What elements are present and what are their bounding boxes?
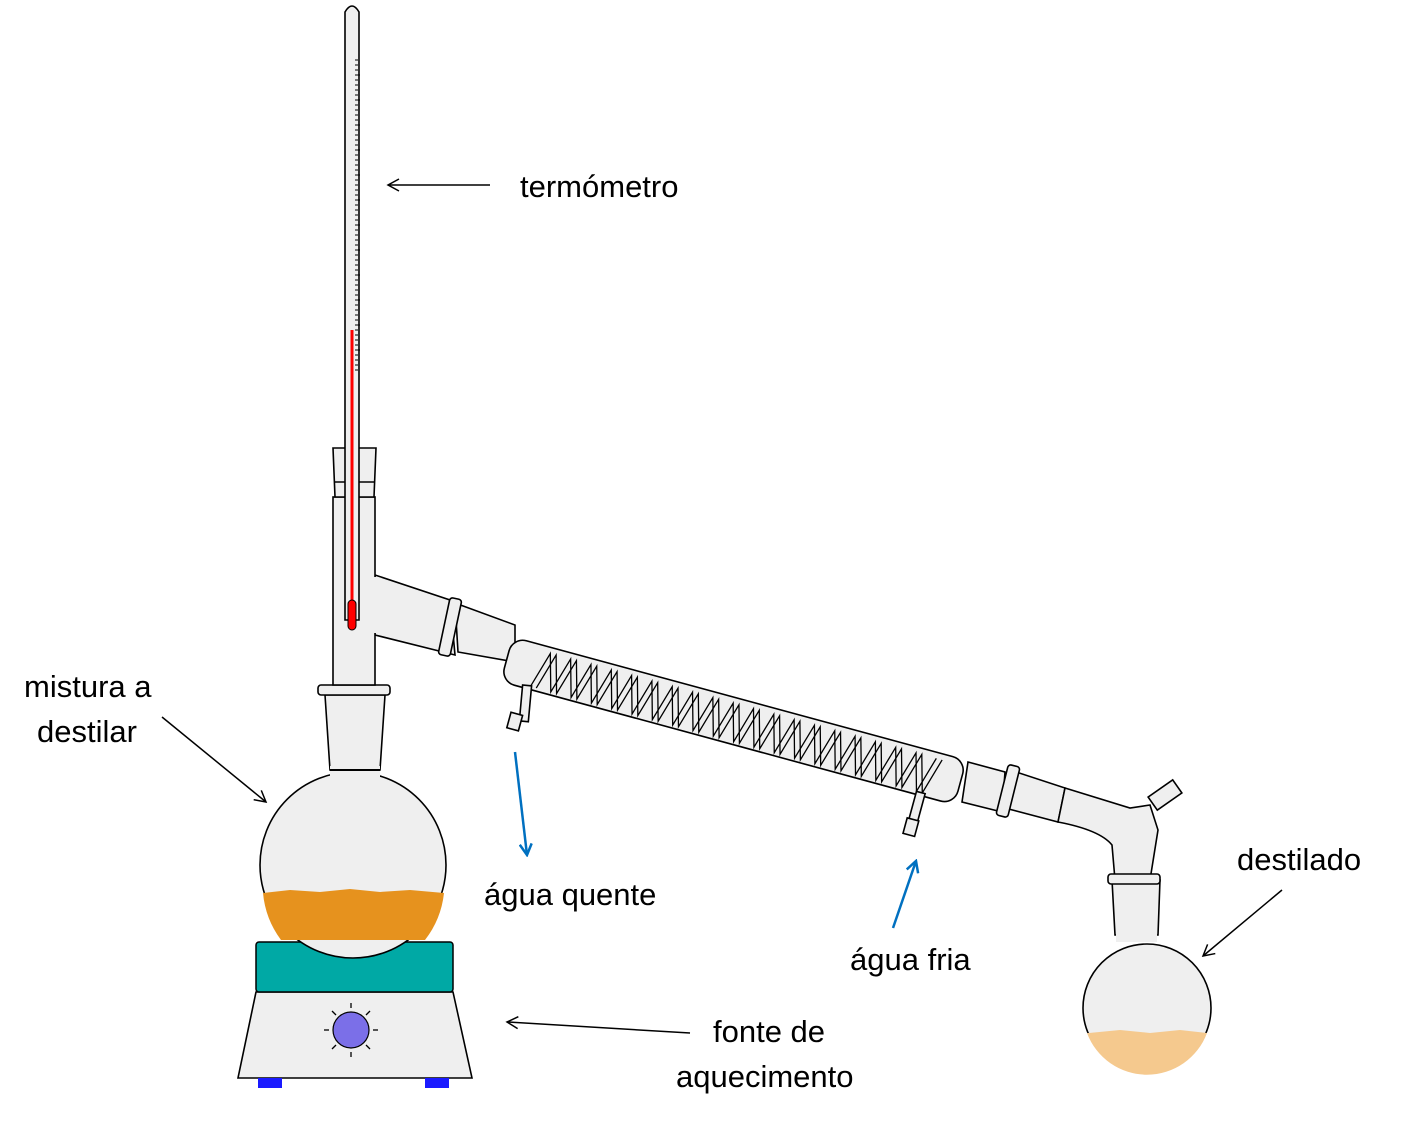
- arrow-icon: [161, 716, 268, 803]
- arrow-icon: [505, 1015, 691, 1034]
- label-mixture-2: destilar: [37, 714, 137, 749]
- condenser: [503, 639, 964, 838]
- cold-water-arrow-icon: [891, 861, 916, 929]
- label-heat-source-2: aquecimento: [676, 1059, 854, 1094]
- thermometer: [344, 5, 360, 631]
- label-thermometer: termómetro: [520, 169, 678, 204]
- mixture-liquid: [263, 889, 444, 940]
- receiver-adapter: [961, 760, 1183, 881]
- receiving-flask: [1082, 873, 1212, 1075]
- heater-foot: [425, 1078, 449, 1088]
- still-head: [332, 447, 516, 686]
- distillate-liquid: [1087, 1030, 1207, 1075]
- water-outlet: [505, 711, 524, 732]
- heater-foot: [258, 1078, 282, 1088]
- arrow-icon: [1201, 889, 1283, 958]
- heat-source: [237, 941, 473, 1088]
- hot-water-arrow-icon: [513, 751, 527, 855]
- light-knob-icon: [324, 1003, 378, 1057]
- water-inlet: [902, 816, 920, 838]
- label-mixture: mistura a: [24, 669, 152, 704]
- label-distillate: destilado: [1237, 842, 1361, 877]
- label-hot-water: água quente: [484, 877, 656, 912]
- thermometer-scale: [355, 59, 360, 371]
- distilling-flask: [259, 684, 447, 959]
- label-heat-source: fonte de: [713, 1014, 825, 1049]
- label-cold-water: água fria: [850, 942, 971, 977]
